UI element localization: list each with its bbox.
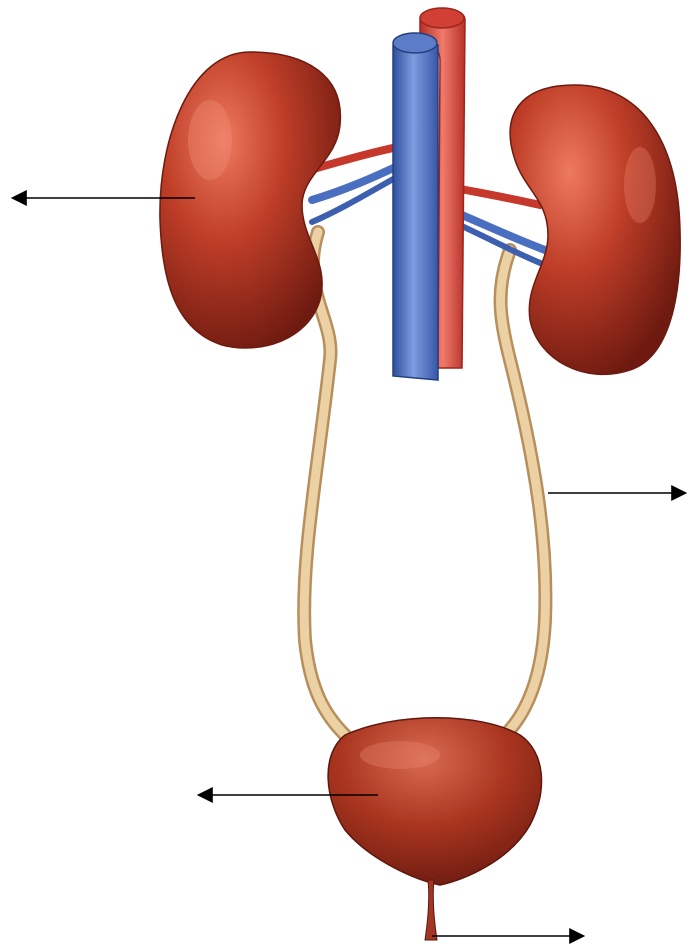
left-kidney xyxy=(510,85,680,374)
inferior-vena-cava xyxy=(393,33,438,380)
urinary-bladder xyxy=(328,718,541,885)
urethra xyxy=(425,880,437,940)
